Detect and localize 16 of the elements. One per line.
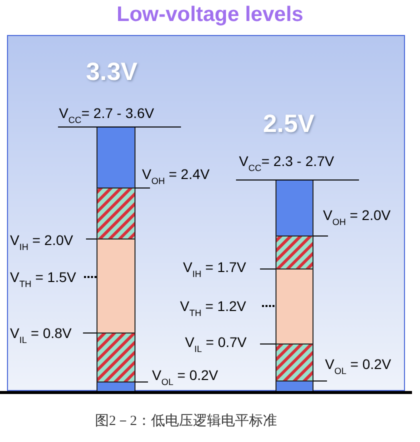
level-label: V$_{IL}$ = 0.7V bbox=[185, 333, 247, 351]
level-label: V$_{CC}$= 2.3 - 2.7V bbox=[239, 152, 334, 170]
level-label: V$_{TH}$ = 1.2V bbox=[180, 297, 246, 315]
level-label: V$_{OL}$ = 0.2V bbox=[152, 366, 218, 384]
voltage-heading: 2.5V bbox=[263, 110, 314, 138]
level-label: V$_{OH}$ = 2.4V bbox=[142, 165, 210, 183]
figure-caption: 图2－2：低电压逻辑电平标准 bbox=[94, 412, 278, 431]
voltage-heading: 3.3V bbox=[86, 58, 138, 86]
level-label: V$_{IH}$ = 1.7V bbox=[183, 258, 246, 276]
level-label: V$_{CC}$= 2.7 - 3.6V bbox=[59, 104, 154, 122]
level-label: V$_{OH}$ = 2.0V bbox=[323, 206, 391, 224]
level-label: V$_{IL}$ = 0.8V bbox=[10, 324, 72, 342]
level-label: V$_{OL}$ = 0.2V bbox=[325, 355, 392, 373]
level-label: V$_{IH}$ = 2.0V bbox=[10, 231, 74, 249]
diagram-title: Low-voltage levels bbox=[116, 2, 304, 28]
level-label: V$_{TH}$ = 1.5V bbox=[10, 268, 76, 286]
